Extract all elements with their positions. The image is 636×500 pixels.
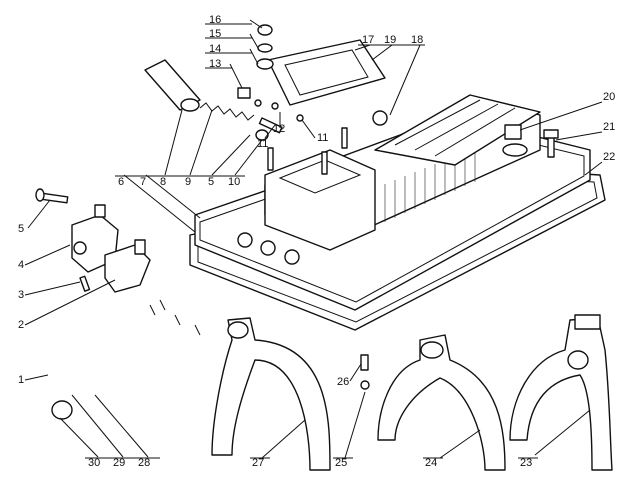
- callout-18: 18: [411, 34, 423, 46]
- callout-30: 30: [88, 457, 100, 469]
- callout-7: 7: [140, 176, 146, 188]
- callout-27: 27: [252, 457, 264, 469]
- leader-lines: [24, 19, 603, 459]
- callout-15: 15: [209, 28, 221, 40]
- callout-23: 23: [520, 457, 532, 469]
- callout-5-right: 5: [208, 176, 214, 188]
- callout-11-b: 11: [317, 132, 328, 144]
- top-gasket: [267, 39, 386, 106]
- callout-3: 3: [18, 289, 24, 301]
- callout-5-left: 5: [18, 223, 24, 235]
- callout-1: 1: [18, 374, 24, 386]
- fork-23: [509, 314, 613, 471]
- nut-and-washers: [237, 24, 274, 99]
- detent-parts: [144, 59, 304, 141]
- callout-17: 17: [362, 34, 374, 46]
- callout-13: 13: [209, 58, 221, 70]
- callout-4: 4: [18, 259, 24, 271]
- shift-rods: [40, 285, 223, 400]
- callout-6: 6: [118, 176, 124, 188]
- screw-and-head: [79, 239, 151, 293]
- callout-19: 19: [384, 34, 396, 46]
- callout-21: 21: [603, 121, 615, 133]
- callout-24: 24: [425, 457, 437, 469]
- housing-cover: [194, 94, 591, 311]
- callout-labels: 1 2 3 4 5 5 6 7 8 9 10 11 11 12 13 14 15…: [18, 14, 615, 469]
- plug-30: [51, 400, 73, 420]
- callout-28: 28: [138, 457, 150, 469]
- callout-11-a: 11: [257, 138, 268, 150]
- callout-12: 12: [273, 123, 285, 135]
- callout-22: 22: [603, 151, 615, 163]
- callout-16: 16: [209, 14, 221, 26]
- callout-2: 2: [18, 319, 24, 331]
- callout-25: 25: [335, 457, 347, 469]
- callout-8: 8: [160, 176, 166, 188]
- label-underlines: [85, 23, 538, 459]
- callout-9: 9: [185, 176, 191, 188]
- fork-27: [211, 317, 331, 471]
- callout-20: 20: [603, 91, 615, 103]
- fork-24: [377, 334, 506, 471]
- callout-26: 26: [337, 376, 349, 388]
- screw-ball-25-26: [360, 354, 370, 390]
- callout-29: 29: [113, 457, 125, 469]
- callout-10: 10: [228, 176, 240, 188]
- callout-14: 14: [209, 43, 221, 55]
